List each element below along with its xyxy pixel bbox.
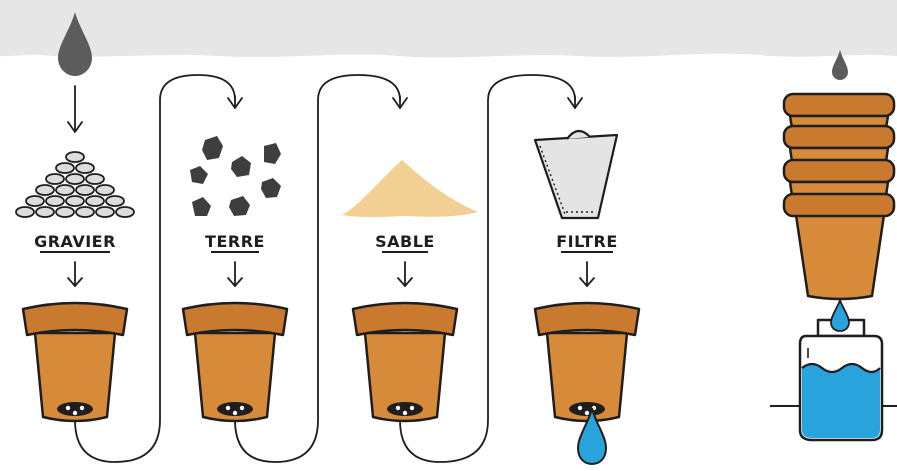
step-label-terre: TERRE <box>205 232 265 251</box>
arrow-down-icon <box>580 262 594 286</box>
arrow-down-icon <box>398 262 412 286</box>
header-band <box>0 0 897 58</box>
soil-chunks-icon <box>190 136 281 216</box>
clay-pot-icon <box>535 303 639 421</box>
flow-connector-line <box>75 75 575 462</box>
stacked-pots-assembly <box>784 50 894 299</box>
falling-clean-drop-icon <box>831 300 849 331</box>
arrow-down-icon <box>68 262 82 286</box>
step-label-gravier: GRAVIER <box>34 232 116 251</box>
water-jar-icon <box>770 300 897 440</box>
arrow-into-terre-icon <box>228 96 242 108</box>
coffee-filter-icon <box>535 131 617 218</box>
arrow-into-filtre-icon <box>568 96 582 108</box>
sand-pile-icon <box>342 160 478 217</box>
step-label-sable: SABLE <box>375 232 435 251</box>
clay-pot-icon <box>353 303 457 421</box>
arrow-down-icon <box>228 262 242 286</box>
gravel-pile-icon <box>16 152 134 217</box>
arrow-into-sable-icon <box>393 96 407 108</box>
step-label-filtre: FILTRE <box>556 232 618 251</box>
clay-pot-icon <box>183 303 287 421</box>
clay-pot-icon <box>23 303 127 421</box>
